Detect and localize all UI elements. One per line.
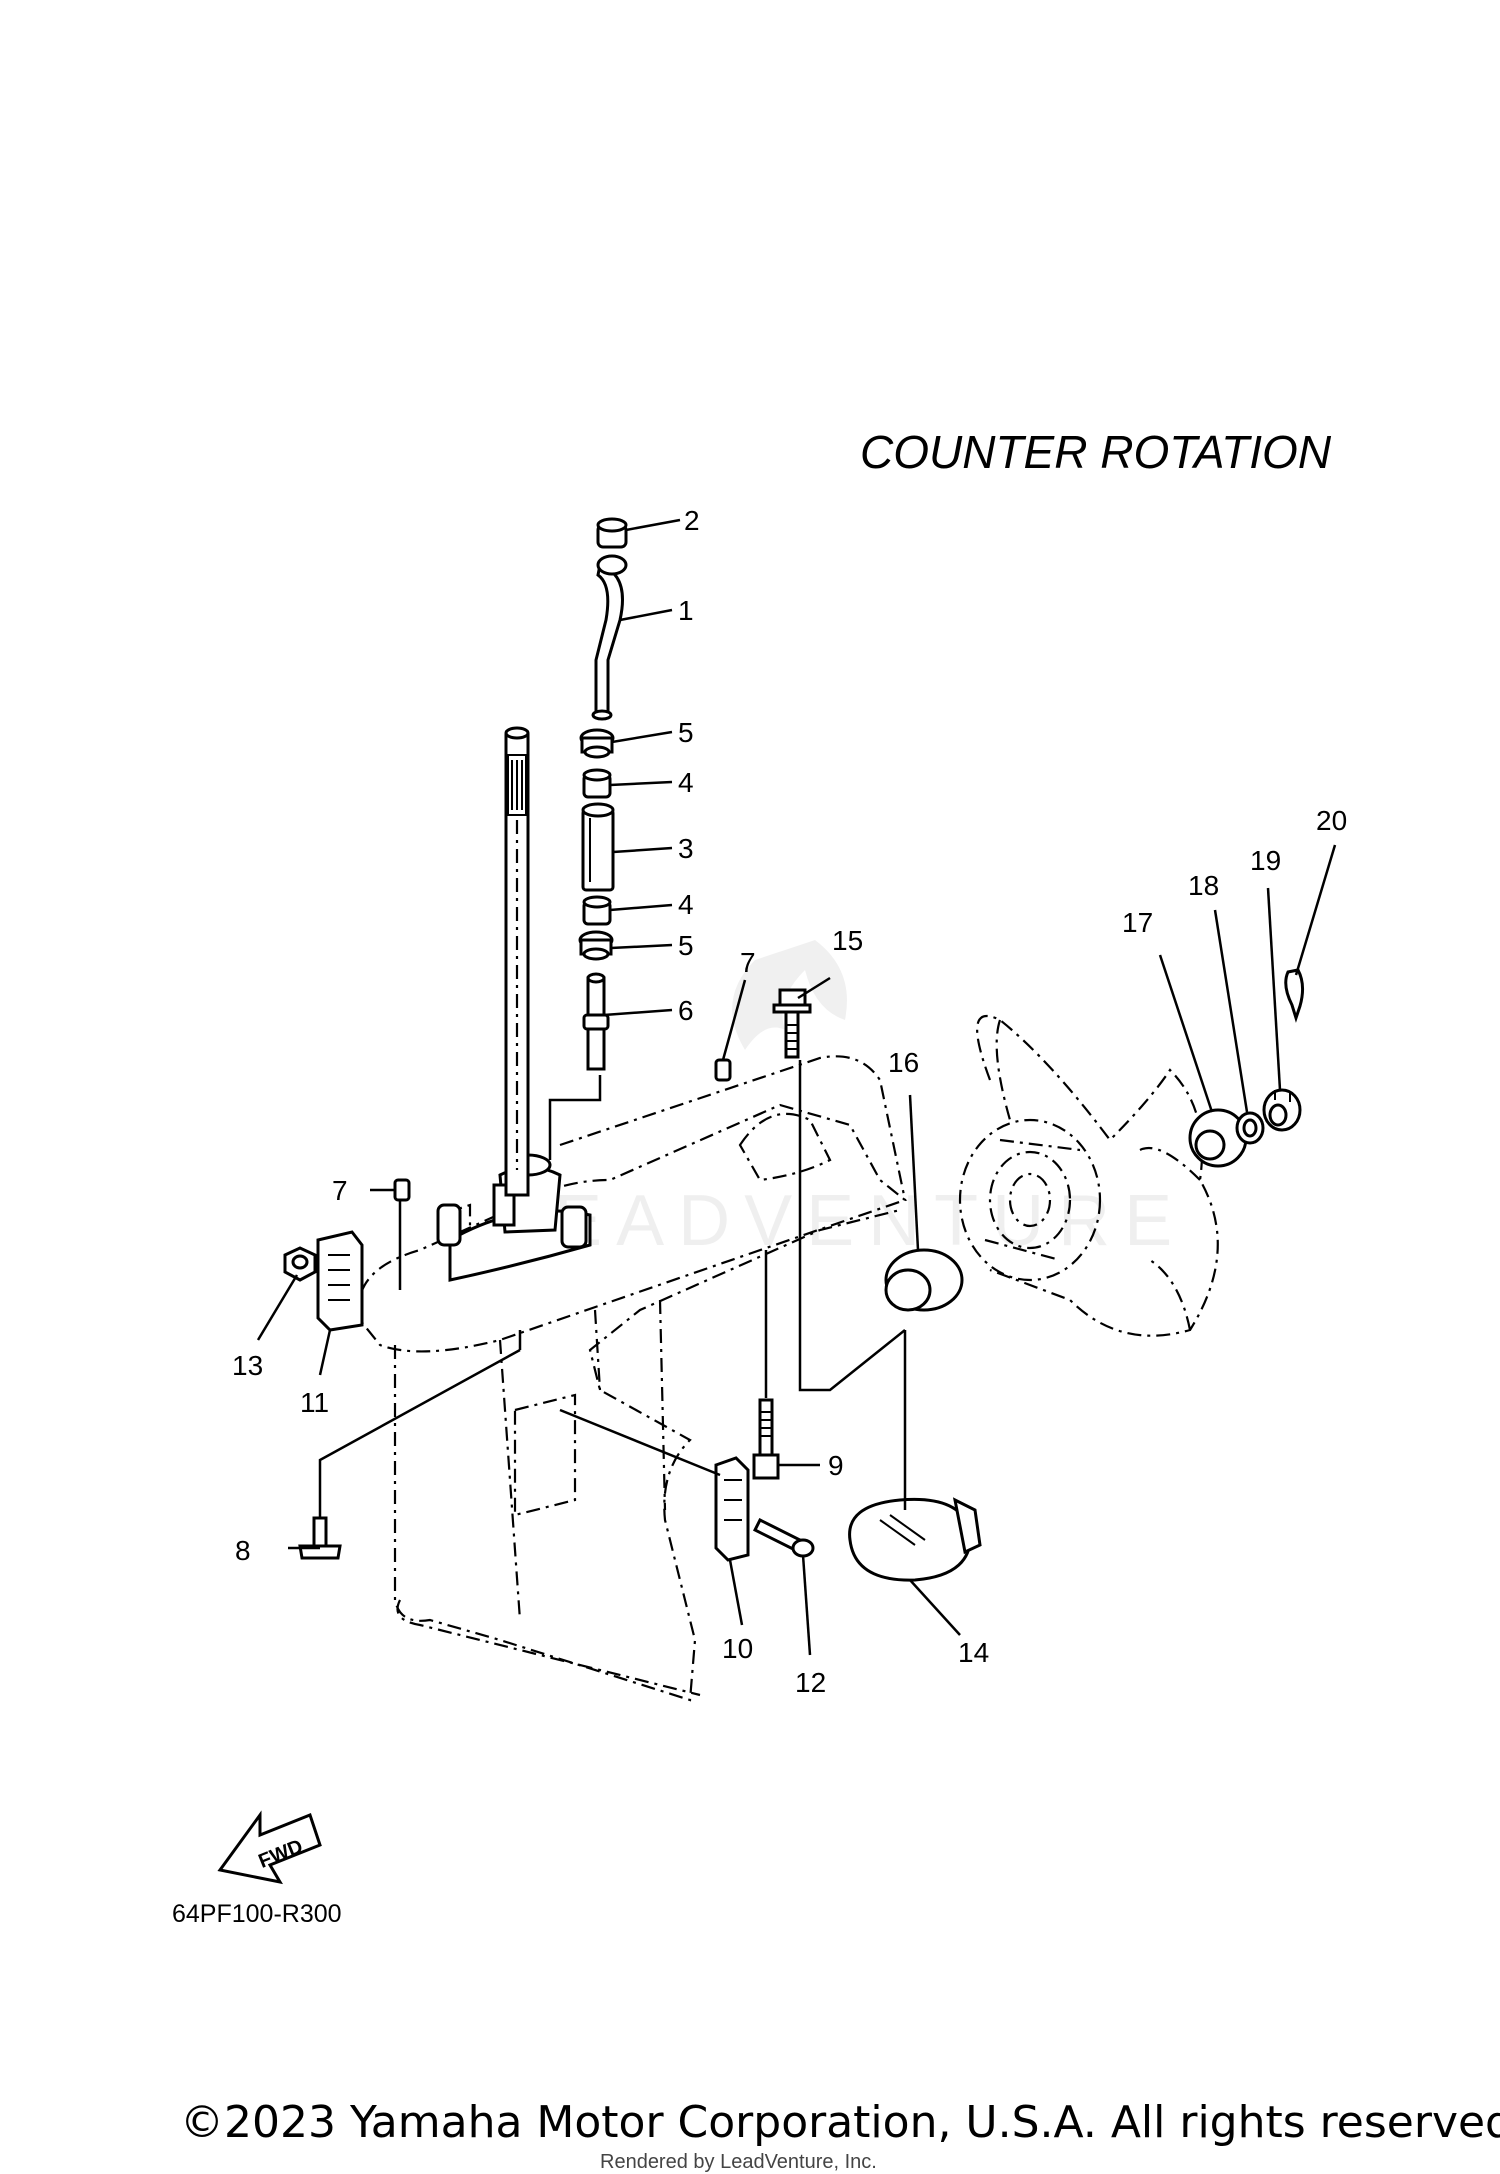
part-4-collar-upper	[582, 768, 612, 799]
part-15-bolt	[772, 988, 812, 1059]
callout-15: 15	[832, 925, 863, 956]
callout-10: 10	[722, 1633, 753, 1664]
part-17-spacer	[1188, 1108, 1248, 1168]
part-16-thrust-washer	[884, 1248, 964, 1312]
part-7-dowel-pin-left	[393, 1178, 411, 1202]
callout-19: 19	[1250, 845, 1281, 876]
callout-11: 11	[300, 1387, 329, 1418]
part-7-dowel-pin-right	[714, 1058, 732, 1082]
callout-20: 20	[1316, 805, 1347, 836]
callout-1: 1	[678, 595, 694, 626]
callout-2: 2	[684, 505, 700, 536]
callout-5-upper: 5	[678, 717, 694, 748]
lower-casing-outline	[357, 1055, 908, 1702]
callout-13: 13	[232, 1350, 263, 1381]
part-11-anode	[316, 1230, 364, 1332]
drive-shaft	[504, 726, 530, 1197]
callout-18: 18	[1188, 870, 1219, 901]
part-18-washer	[1235, 1111, 1265, 1145]
watermark-text: LEADVENTURE	[500, 1181, 1186, 1261]
part-5-seal-upper	[579, 728, 615, 759]
callout-16: 16	[888, 1047, 919, 1078]
part-9-bolt	[752, 1398, 780, 1480]
part-14-trim-tab	[848, 1497, 982, 1582]
copyright-notice: ©2023 Yamaha Motor Corporation, U.S.A. A…	[180, 2097, 1500, 2148]
watermark-logo-icon	[732, 940, 847, 1050]
callout-17: 17	[1122, 907, 1153, 938]
callout-9: 9	[828, 1450, 844, 1481]
callout-5-lower: 5	[678, 930, 694, 961]
part-6-water-pipe	[582, 972, 610, 1071]
part-1-water-tube	[591, 554, 628, 721]
diagram-code: 64PF100-R300	[172, 1900, 342, 1928]
callout-14: 14	[958, 1637, 989, 1668]
part-20-cotter-pin	[1284, 968, 1305, 1023]
callout-4-upper: 4	[678, 767, 694, 798]
part-4-collar-lower	[582, 895, 612, 926]
part-2-grommet	[596, 517, 628, 549]
callout-8: 8	[235, 1535, 251, 1566]
callout-7-right: 7	[740, 947, 756, 978]
part-12-bolt	[752, 1517, 815, 1558]
part-13-nut	[283, 1246, 317, 1282]
diagram-title: COUNTER ROTATION	[860, 426, 1332, 478]
part-3-sleeve	[581, 802, 615, 892]
fwd-arrow-icon: FWD	[217, 1810, 322, 1885]
part-10-anode	[714, 1456, 750, 1562]
propeller	[958, 1014, 1219, 1337]
callout-6: 6	[678, 995, 694, 1026]
callout-3: 3	[678, 833, 694, 864]
part-19-propeller-nut	[1262, 1088, 1302, 1132]
part-8-bolt	[298, 1516, 342, 1560]
callout-4-lower: 4	[678, 889, 694, 920]
part-5-seal-lower	[578, 930, 614, 961]
rendered-by-notice: Rendered by LeadVenture, Inc.	[600, 2151, 877, 2173]
callout-labels: 2 1 5 4 3 4 5 6 7 7 15 16 17 18 19 20 13…	[232, 505, 1347, 1698]
leader-lines	[256, 518, 1337, 1656]
callout-7-left: 7	[332, 1175, 348, 1206]
callout-12: 12	[795, 1667, 826, 1698]
